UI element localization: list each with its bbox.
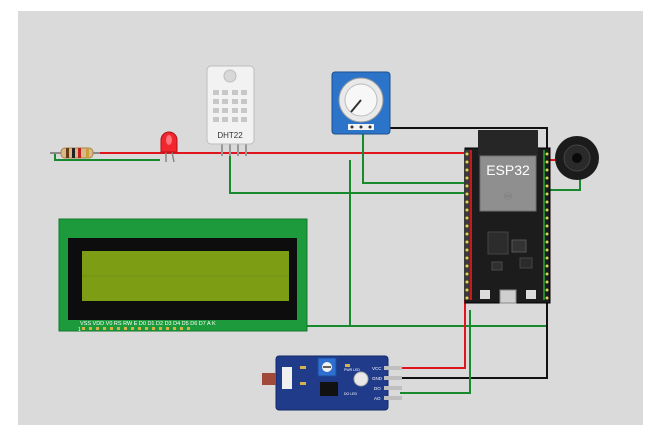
lcd-16x2[interactable]: VSS VDD V0 RS RW E D0 D1 D2 D3 D4 D5 D6 … [58,218,308,333]
lcd-pin-number: 1 [78,327,81,333]
red-led[interactable] [160,131,178,163]
ldr-pin-ao: AO [374,396,381,401]
resistor[interactable] [50,147,100,159]
wire-green-resistor[interactable] [54,153,160,161]
esp32-label: ESP32 [486,162,530,178]
svg-text:♾: ♾ [503,191,513,203]
ldr-pin-vcc: VCC [372,366,382,371]
wire-black-pot[interactable] [375,127,548,166]
wire-green-lcd[interactable] [349,160,465,327]
wire-black-ldr[interactable] [400,300,548,379]
wire-green-pot[interactable] [362,134,470,184]
esp32-board[interactable]: ESP32 ♾ [464,130,551,304]
wires [54,127,581,394]
wire-red-ldr[interactable] [400,300,466,369]
ldr-pin-gnd: GND [372,376,383,381]
buzzer[interactable] [555,136,599,180]
ldr-module[interactable]: VCC GND DO AO PWR LED DO LED [262,355,402,411]
ldr-pin-do: DO [374,386,381,391]
wire-green-ldr[interactable] [400,310,471,394]
wire-green-dht[interactable] [229,142,470,194]
dht22-sensor[interactable]: DHT22 [206,65,255,156]
potentiometer[interactable] [331,71,391,135]
ldr-led-pwr: PWR LED [344,368,360,372]
ldr-led-do: DO LED [344,392,358,396]
dht22-label: DHT22 [217,131,243,140]
wire-green-lcd-bottom[interactable] [300,305,548,327]
lcd-pin-labels: VSS VDD V0 RS RW E D0 D1 D2 D3 D4 D5 D6 … [80,321,216,327]
